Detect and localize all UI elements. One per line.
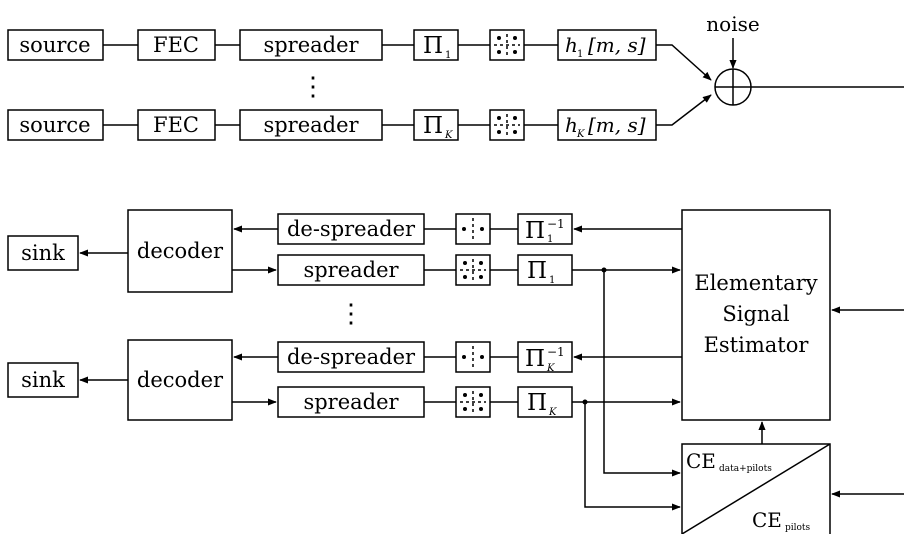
tx-interleaver-pi-K: Π	[423, 113, 443, 139]
rx-sink-label-K: sink	[21, 368, 65, 392]
wire	[656, 94, 712, 126]
tx-modulator-icon-K	[489, 109, 525, 141]
rx-interleaver-pi-K: Π	[527, 390, 547, 416]
rx-deinterleaver-pi-K: Π	[525, 346, 545, 372]
tx-source-label-K: source	[19, 113, 90, 137]
tx-source-label-1: source	[19, 33, 90, 57]
tx-interleaver-sub-K: K	[444, 130, 453, 141]
tx-channel-block-K	[557, 109, 657, 141]
tx-chain-user-1: source FEC spreader Π 1 h 1 [m, s]	[7, 29, 712, 81]
tx-source-block-1	[7, 29, 104, 61]
rx-interleaver-pi-1: Π	[527, 258, 547, 284]
rx-despreader-block-1	[277, 213, 425, 245]
rx-deinterleaver-block-1	[517, 213, 573, 245]
rx-interleaver-sub-1: 1	[549, 275, 555, 286]
tx-fec-label-K: FEC	[153, 113, 199, 137]
tx-fec-block-K	[137, 109, 216, 141]
rx-mapper-icon-1	[455, 254, 491, 286]
ce-diagonal	[681, 443, 831, 534]
rx-decoder-label-1: decoder	[137, 239, 224, 263]
rx-despreader-label-1: de-spreader	[287, 217, 416, 241]
ese-label-line2: Signal	[722, 302, 790, 326]
rx-vertical-ellipsis: ⋮	[338, 299, 364, 329]
rx-sink-label-1: sink	[21, 241, 65, 265]
tx-channel-sub-K: K	[576, 129, 585, 140]
tx-spreader-label-1: spreader	[263, 33, 359, 57]
rx-deinterleaver-sup-K: −1	[547, 345, 565, 359]
rx-decoder-block-K	[127, 339, 233, 421]
rx-deinterleaver-sub-K: K	[546, 363, 555, 374]
rx-sink-block-K	[7, 362, 79, 398]
rx-despreader-block-K	[277, 341, 425, 373]
receiver-section: sink decoder de-spreader Π −1 1 spreader	[7, 209, 904, 534]
tx-fec-label-1: FEC	[153, 33, 199, 57]
ce-bottom-label: CE	[752, 508, 782, 532]
tx-channel-sub-1: 1	[577, 49, 583, 60]
rx-despreader-label-K: de-spreader	[287, 345, 416, 369]
wire	[584, 402, 681, 511]
rx-deinterleaver-sup-1: −1	[547, 217, 565, 231]
rx-decoder-block-1	[127, 209, 233, 293]
tx-interleaver-pi-1: Π	[423, 33, 443, 59]
tx-modulator-icon-1	[489, 29, 525, 61]
rx-mapper-icon-K	[455, 386, 491, 418]
tx-source-block-K	[7, 109, 104, 141]
ese-block	[681, 209, 831, 421]
adder-icon	[714, 68, 752, 106]
tx-vertical-ellipsis: ⋮	[300, 72, 326, 102]
rx-interleaver-block-K	[517, 386, 573, 418]
rx-interleaver-block-1	[517, 254, 573, 286]
rx-spreader-label-K: spreader	[303, 390, 399, 414]
tx-channel-args-K: [m, s]	[588, 113, 646, 137]
tx-interleaver-sub-1: 1	[445, 50, 451, 61]
rx-deinterleaver-sub-1: 1	[547, 234, 553, 245]
wire	[603, 270, 681, 477]
wire	[656, 44, 712, 81]
ese-label-line3: Estimator	[704, 333, 810, 357]
ce-bottom-sub: pilots	[785, 523, 811, 533]
tx-interleaver-block-K	[413, 109, 459, 141]
rx-sink-block-1	[7, 235, 79, 271]
ese-label-line1: Elementary	[694, 271, 817, 295]
ce-top-label: CE	[686, 449, 716, 473]
tx-channel-h-K: h	[565, 113, 578, 137]
tx-spreader-label-K: spreader	[263, 113, 359, 137]
tx-chain-user-K: source FEC spreader Π K h K [m, s]	[7, 94, 712, 141]
rx-spreader-label-1: spreader	[303, 258, 399, 282]
tx-interleaver-block-1	[413, 29, 459, 61]
tx-fec-block-1	[137, 29, 216, 61]
tx-channel-h-1: h	[565, 33, 578, 57]
tx-channel-args-1: [m, s]	[588, 33, 646, 57]
ce-top-sub: data+pilots	[719, 464, 772, 474]
rx-spreader-block-1	[277, 254, 425, 286]
rx-demapper-icon-K	[455, 341, 491, 373]
tx-channel-block-1	[557, 29, 657, 61]
rx-chain-user-K: sink decoder de-spreader Π −1 K spreader	[7, 339, 682, 421]
rx-chain-user-1: sink decoder de-spreader Π −1 1 spreader	[7, 209, 682, 293]
rx-deinterleaver-block-K	[517, 341, 573, 373]
rx-deinterleaver-pi-1: Π	[525, 218, 545, 244]
rx-demapper-icon-1	[455, 213, 491, 245]
rx-decoder-label-K: decoder	[137, 368, 224, 392]
rx-spreader-block-K	[277, 386, 425, 418]
noise-label: noise	[706, 12, 759, 36]
rx-interleaver-sub-K: K	[548, 407, 557, 418]
transmitter-section: source FEC spreader Π 1 h 1 [m, s]	[7, 12, 904, 141]
tx-spreader-block-1	[239, 29, 383, 61]
